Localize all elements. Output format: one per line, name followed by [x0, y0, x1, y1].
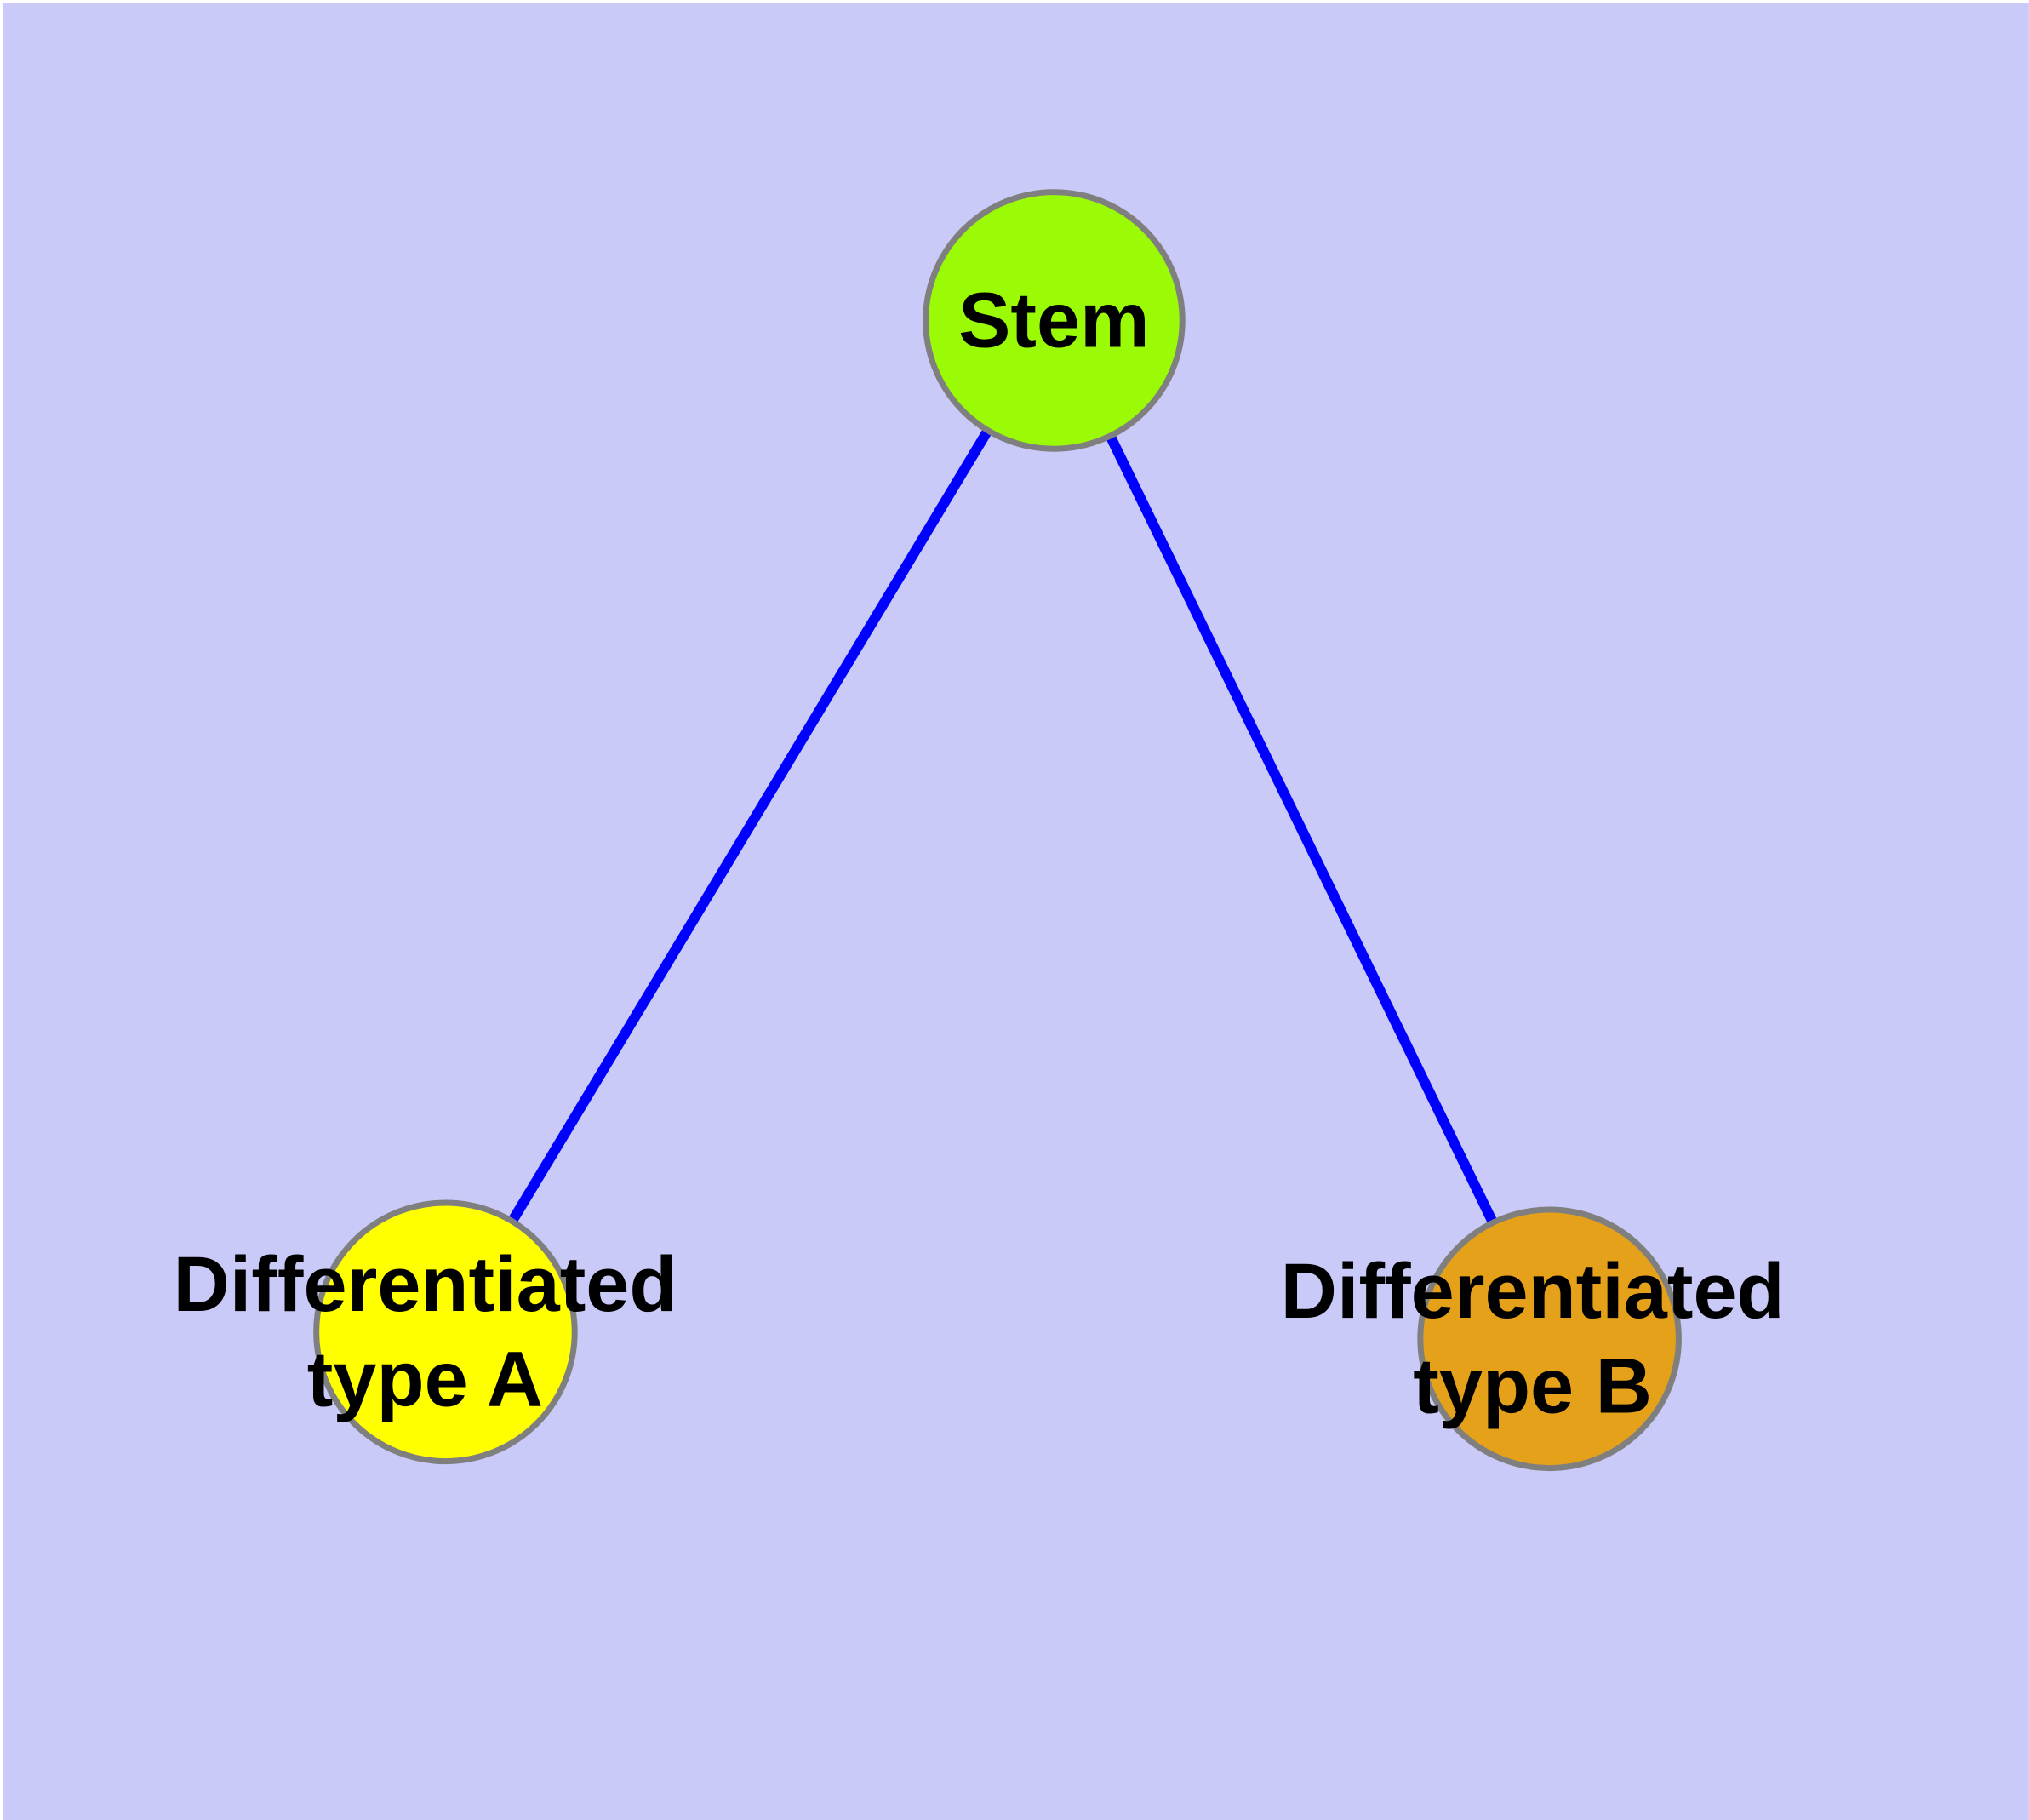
node-stem [923, 189, 1186, 452]
node-label-differentiated-type-a-line-2: type A [307, 1336, 543, 1423]
node-label-differentiated-type-b-line-1: Differentiated [1281, 1248, 1785, 1335]
node-label-differentiated-type-b-line-2: type B [1413, 1343, 1652, 1430]
edge-stem-differentiated-type-b [1049, 318, 1555, 1342]
edge-stem-differentiated-type-a [441, 318, 1059, 1335]
node-differentiated-type-a [313, 1199, 578, 1465]
node-label-differentiated-type-a-line-1: Differentiated [173, 1241, 677, 1328]
node-differentiated-type-b [1417, 1206, 1682, 1472]
node-label-stem-line-1: Stem [958, 277, 1150, 363]
